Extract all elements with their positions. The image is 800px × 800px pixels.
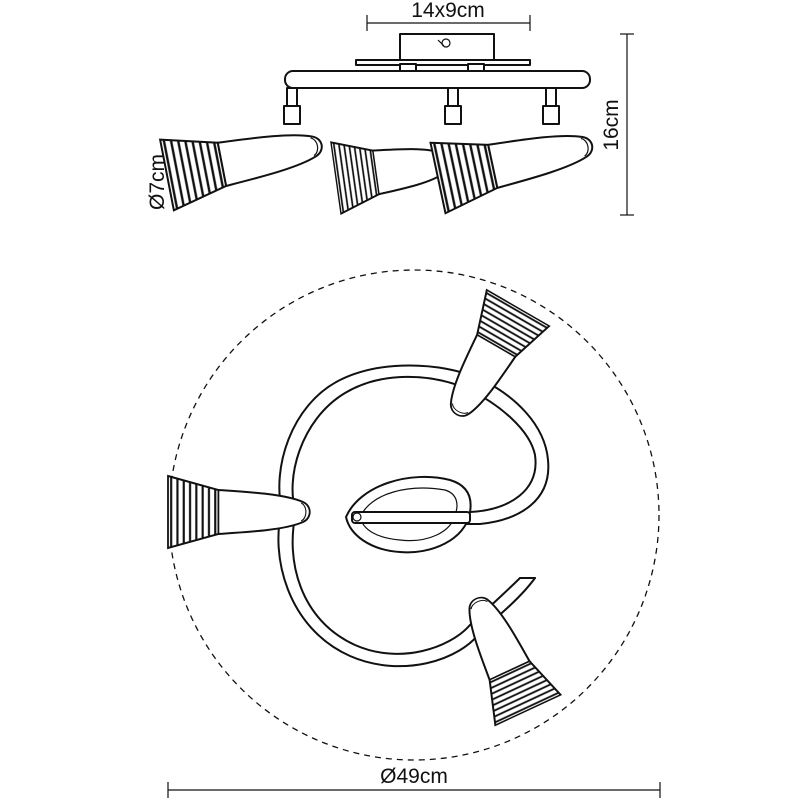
- shade-diameter-label: Ø7cm: [146, 154, 169, 210]
- shade-middle: [329, 125, 455, 215]
- ceiling-base: [399, 33, 495, 62]
- side-view: 14x9cm Ø7cm 16cm: [146, 0, 634, 216]
- spiral-arm-lower: [291, 511, 471, 655]
- top-view: Ø49cm: [167, 269, 661, 798]
- outer-diameter-circle: [168, 269, 660, 761]
- shade-left: [159, 108, 330, 212]
- shade-top-view-lower: [442, 582, 562, 727]
- shade-top-view-upper: [424, 289, 551, 434]
- mount-bar: [284, 70, 591, 89]
- height-label: 16cm: [600, 99, 623, 150]
- overall-diameter-label: Ø49cm: [380, 765, 448, 788]
- base-size-label: 14x9cm: [411, 0, 485, 22]
- shade-right: [429, 109, 601, 215]
- shade-top-view-left: [167, 475, 311, 549]
